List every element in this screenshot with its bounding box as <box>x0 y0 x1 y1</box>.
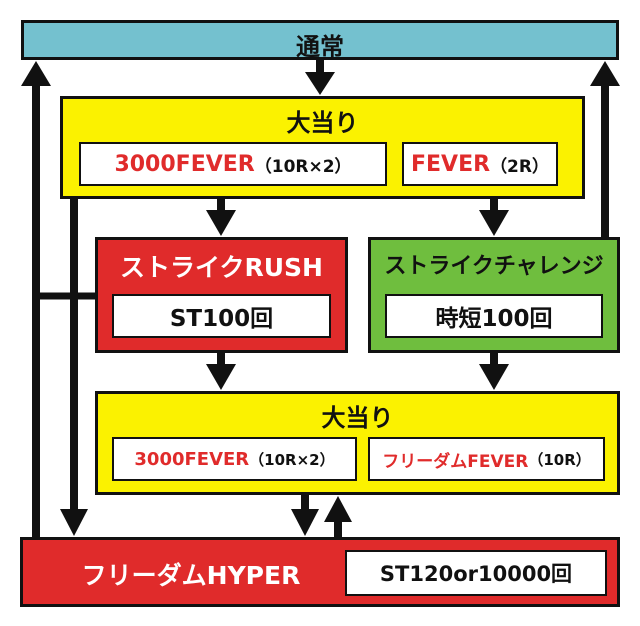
arrow-jackpot1-to-challenge <box>479 199 509 236</box>
jackpot-2-3000fever-label: 3000FEVER <box>134 448 250 470</box>
arrow-rush-to-hyper <box>36 199 95 536</box>
jackpot-box-2: 大当り 3000FEVER （10R×2） フリーダムFEVER （10R） <box>95 391 620 495</box>
freedom-hyper-title: フリーダムHYPER <box>81 561 301 590</box>
strike-rush-title: ストライクRUSH <box>120 253 323 282</box>
arrow-jackpot2-to-hyper <box>291 495 319 536</box>
jackpot-1-fever-panel: FEVER （2R） <box>402 142 558 186</box>
jackpot-2-freedom-fever-label: フリーダムFEVER <box>382 451 529 472</box>
jackpot-2-freedom-fever-panel: フリーダムFEVER （10R） <box>368 437 605 481</box>
arrow-challenge-to-jackpot2 <box>479 353 509 390</box>
jackpot-2-3000fever-panel: 3000FEVER （10R×2） <box>112 437 357 481</box>
strike-rush-detail-panel: ST100回 <box>112 294 331 338</box>
jackpot-2-3000fever-rounds: （10R×2） <box>249 450 335 469</box>
arrow-rush-to-jackpot2 <box>206 353 236 390</box>
freedom-hyper-box: フリーダムHYPER ST120or10000回 <box>20 537 620 607</box>
strike-challenge-detail: 時短100回 <box>435 306 553 332</box>
strike-rush-box: ストライクRUSH ST100回 <box>95 237 348 353</box>
arrow-hyper-to-normal <box>21 61 51 537</box>
arrow-challenge-to-normal <box>590 61 620 237</box>
strike-rush-detail: ST100回 <box>169 306 274 332</box>
jackpot-1-fever-label: FEVER <box>411 151 491 177</box>
arrow-normal-to-jackpot1 <box>305 60 335 95</box>
strike-challenge-title: ストライクチャレンジ <box>384 254 604 279</box>
arrow-hyper-to-jackpot2 <box>324 496 352 537</box>
jackpot-1-title: 大当り <box>286 109 359 137</box>
normal-state-box: 通常 <box>21 20 619 61</box>
jackpot-1-3000fever-panel: 3000FEVER （10R×2） <box>79 142 387 186</box>
freedom-hyper-detail: ST120or10000回 <box>379 562 573 586</box>
arrow-jackpot1-to-rush <box>206 199 236 236</box>
strike-challenge-box: ストライクチャレンジ 時短100回 <box>368 237 620 353</box>
freedom-hyper-detail-panel: ST120or10000回 <box>345 550 607 596</box>
jackpot-2-freedom-fever-rounds: （10R） <box>528 450 591 469</box>
jackpot-1-3000fever-label: 3000FEVER <box>114 151 255 177</box>
jackpot-1-3000fever-rounds: （10R×2） <box>254 156 352 177</box>
jackpot-box-1: 大当り 3000FEVER （10R×2） FEVER （2R） <box>60 96 585 199</box>
jackpot-2-title: 大当り <box>321 404 394 432</box>
jackpot-1-fever-rounds: （2R） <box>490 156 549 177</box>
normal-state-label: 通常 <box>296 33 344 61</box>
strike-challenge-detail-panel: 時短100回 <box>385 294 603 338</box>
